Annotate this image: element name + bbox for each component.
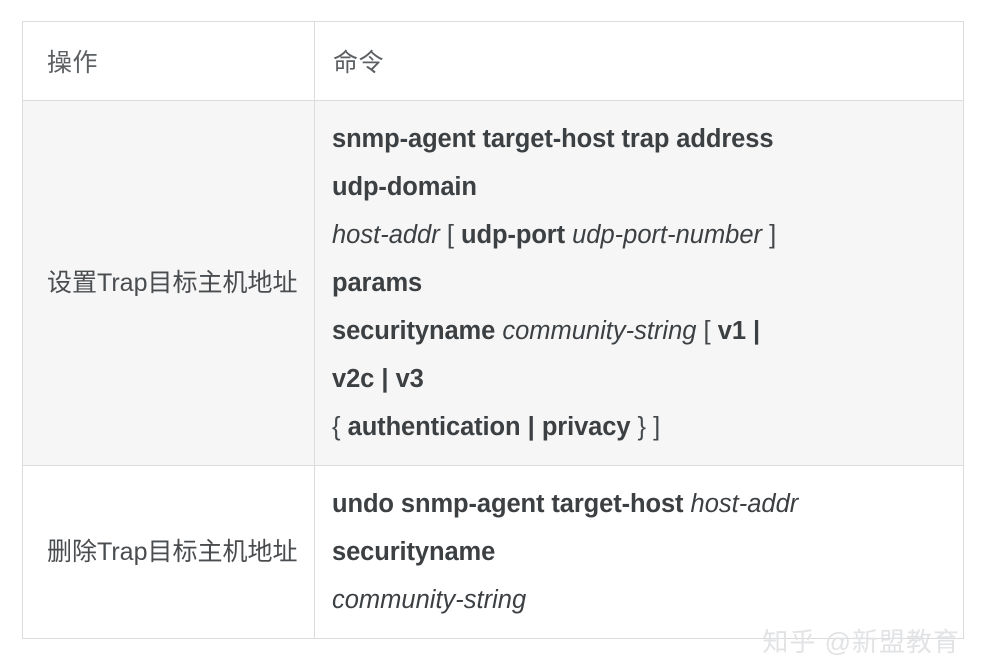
- command-punctuation: ]: [653, 413, 661, 441]
- command-line: community-string: [332, 576, 951, 624]
- command-block: snmp-agent target-host trap address udp-d…: [315, 101, 963, 465]
- command-punctuation: {: [332, 413, 341, 441]
- operation-cell: 设置Trap目标主机地址: [22, 100, 315, 466]
- command-line: { authentication | privacy } ]: [332, 403, 951, 451]
- command-line: undo snmp-agent target-host host-addr: [332, 480, 951, 528]
- command-parameter: host-addr: [690, 490, 799, 518]
- column-header-operation: 操作: [22, 21, 315, 101]
- command-keyword: v3: [395, 365, 424, 393]
- command-keyword: privacy: [541, 413, 631, 441]
- command-punctuation: [: [703, 317, 711, 345]
- command-keyword: undo snmp-agent target-host: [332, 490, 684, 518]
- table-row: 删除Trap目标主机地址 undo snmp-agent target-host …: [22, 465, 964, 639]
- command-line: securityname: [332, 528, 951, 576]
- command-parameter: community-string: [332, 586, 527, 614]
- command-cell: snmp-agent target-host trap address udp-d…: [314, 100, 964, 466]
- command-parameter: host-addr: [332, 221, 440, 249]
- command-keyword: securityname: [332, 317, 496, 345]
- command-line: host-addr [ udp-port udp-port-number ]: [332, 211, 951, 259]
- operation-label: 删除Trap目标主机地址: [47, 537, 298, 566]
- command-punctuation: [: [446, 221, 454, 249]
- operation-label: 设置Trap目标主机地址: [47, 268, 298, 297]
- command-parameter: community-string: [502, 317, 697, 345]
- command-line: v2c | v3: [332, 355, 951, 403]
- command-line: snmp-agent target-host trap address: [332, 115, 951, 163]
- command-keyword: udp-port: [461, 221, 566, 249]
- command-alternation: |: [381, 365, 389, 393]
- column-header-operation-label: 操作: [47, 49, 99, 77]
- command-punctuation: ]: [769, 221, 777, 249]
- command-keyword: v2c: [332, 365, 375, 393]
- table-body: 设置Trap目标主机地址 snmp-agent target-host trap …: [22, 100, 964, 639]
- column-header-command-label: 命令: [333, 49, 385, 77]
- command-alternation: |: [753, 317, 761, 345]
- table-header-row: 操作 命令: [22, 21, 964, 101]
- command-keyword: params: [332, 269, 423, 297]
- command-line: udp-domain: [332, 163, 951, 211]
- command-keyword: securityname: [332, 538, 496, 566]
- command-line: securityname community-string [ v1 |: [332, 307, 951, 355]
- operation-cell: 删除Trap目标主机地址: [22, 465, 315, 639]
- command-line: params: [332, 259, 951, 307]
- command-block: undo snmp-agent target-host host-addr sec…: [315, 466, 963, 638]
- command-keyword: snmp-agent target-host trap address: [332, 125, 774, 153]
- command-reference-table: 操作 命令 设置Trap目标主机地址 snmp-agent target-host…: [22, 21, 964, 639]
- command-punctuation: }: [637, 413, 647, 441]
- command-alternation: |: [527, 413, 535, 441]
- table-head: 操作 命令: [22, 21, 964, 101]
- command-cell: undo snmp-agent target-host host-addr sec…: [314, 465, 964, 639]
- command-keyword: v1: [717, 317, 746, 345]
- command-keyword: udp-domain: [332, 173, 477, 201]
- command-parameter: udp-port-number: [572, 221, 763, 249]
- command-keyword: authentication: [347, 413, 521, 441]
- table-row: 设置Trap目标主机地址 snmp-agent target-host trap …: [22, 100, 964, 466]
- column-header-command: 命令: [314, 21, 964, 101]
